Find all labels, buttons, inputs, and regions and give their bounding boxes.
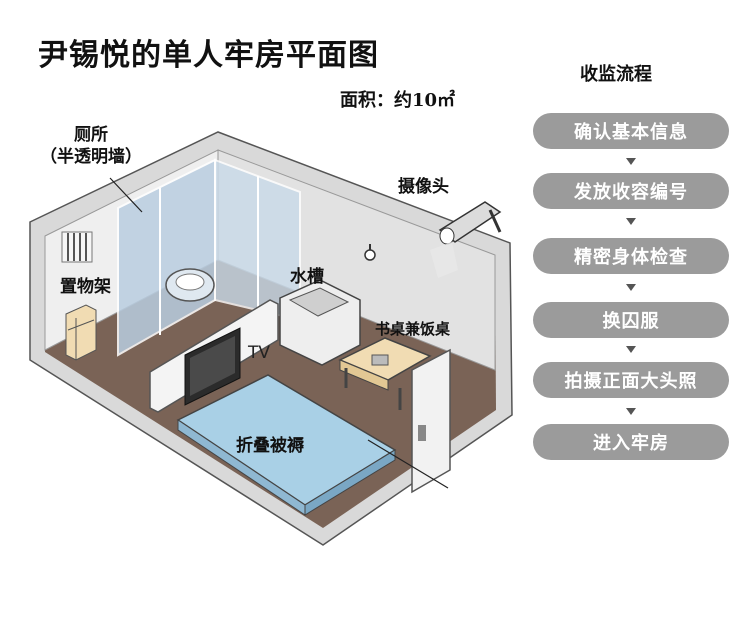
sink xyxy=(279,279,361,366)
window-bars xyxy=(61,231,93,263)
camera-icon xyxy=(430,201,502,278)
leader-line xyxy=(367,439,449,489)
flow-title: 收监流程 xyxy=(580,64,652,85)
flow-step: 进入牢房 xyxy=(533,424,729,460)
flow-arrow xyxy=(626,346,636,353)
tv-partition xyxy=(149,299,279,413)
flow-arrow xyxy=(626,284,636,291)
toilet-sublabel: （半透明墙） xyxy=(40,147,142,167)
page-title: 尹锡悦的单人牢房平面图 xyxy=(38,38,379,73)
sink-label: 水槽 xyxy=(290,267,324,287)
desk-label: 书桌兼饭桌 xyxy=(375,320,451,338)
leader-line xyxy=(109,177,143,213)
flow-step: 换囚服 xyxy=(533,302,729,338)
tv-label: TV xyxy=(248,343,271,363)
flow-step: 拍摄正面大头照 xyxy=(533,362,729,398)
area-label: 面积：约10㎡ xyxy=(340,90,456,111)
flow-arrow xyxy=(626,408,636,415)
light-icon xyxy=(364,244,376,261)
shelf xyxy=(65,304,97,361)
bedding xyxy=(176,374,397,516)
shelf-label: 置物架 xyxy=(60,277,111,297)
bedding-label: 折叠被褥 xyxy=(236,436,304,456)
desk xyxy=(338,337,432,410)
door-wall xyxy=(411,348,451,494)
flow-step: 发放收容编号 xyxy=(533,173,729,209)
camera-label: 摄像头 xyxy=(398,177,449,197)
flow-step: 确认基本信息 xyxy=(533,113,729,149)
flow-step: 精密身体检查 xyxy=(533,238,729,274)
flow-arrow xyxy=(626,158,636,165)
flow-arrow xyxy=(626,218,636,225)
toilet-seat xyxy=(175,273,205,291)
toilet-label: 厕所 xyxy=(74,125,108,145)
